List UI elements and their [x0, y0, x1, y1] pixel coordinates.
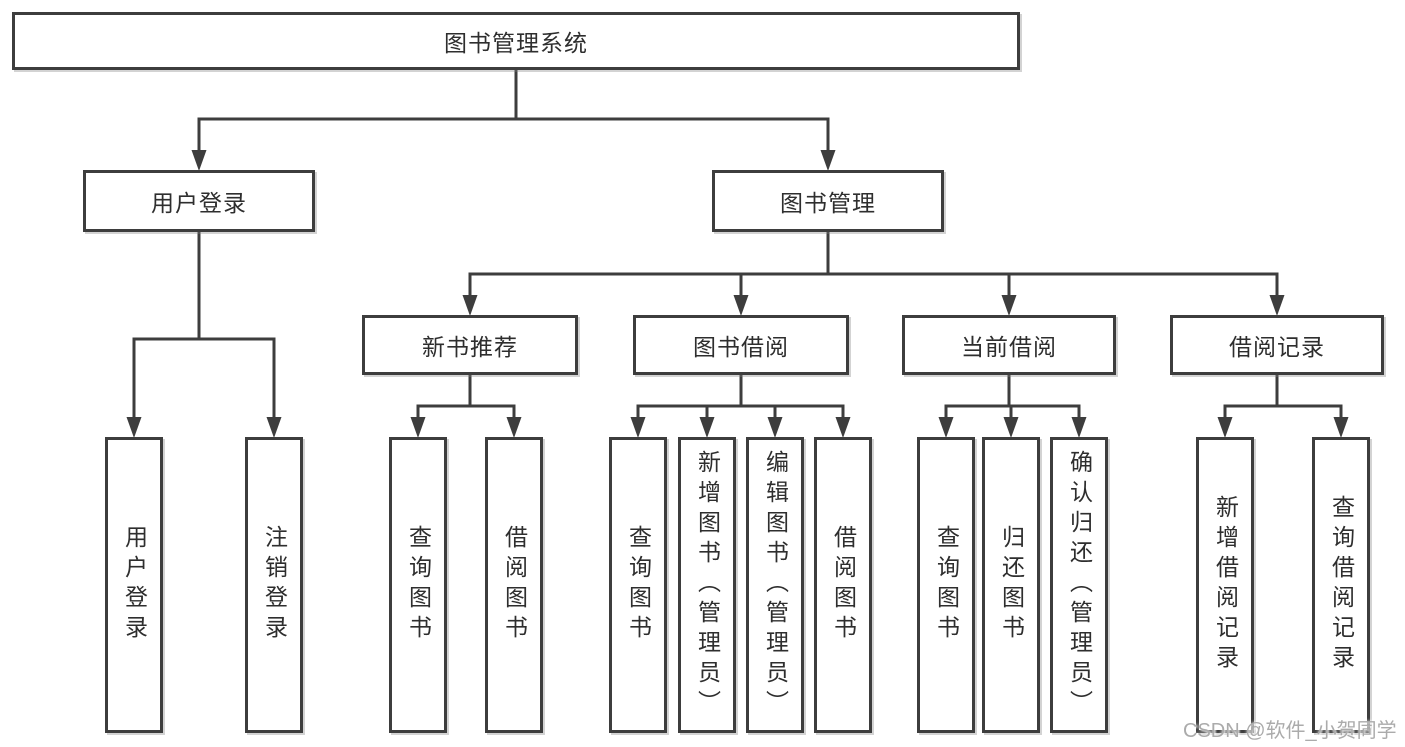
node-leaf-borrow-books: 借阅图书 — [814, 437, 872, 733]
node-label: 确认归还（管理员） — [1066, 450, 1093, 720]
node-label: 注销登录 — [261, 525, 288, 645]
node-label: 借阅图书 — [830, 525, 857, 645]
node-leaf-add-borrow-record: 新增借阅记录 — [1196, 437, 1254, 733]
node-user-login: 用户登录 — [83, 170, 315, 232]
node-label: 归还图书 — [998, 525, 1025, 645]
node-current-borrowing: 当前借阅 — [902, 315, 1116, 375]
node-label: 新增借阅记录 — [1212, 495, 1239, 675]
node-new-book-recommendation: 新书推荐 — [362, 315, 578, 375]
node-label: 当前借阅 — [961, 334, 1057, 360]
csdn-watermark: CSDN @软件_小贺同学 — [1183, 720, 1397, 742]
node-label: 查询借阅记录 — [1328, 495, 1355, 675]
node-book-management: 图书管理 — [712, 170, 944, 232]
node-book-borrowing: 图书借阅 — [633, 315, 849, 375]
node-borrowing-records: 借阅记录 — [1170, 315, 1384, 375]
node-label: 图书管理 — [780, 190, 876, 216]
node-leaf-user-login: 用户登录 — [105, 437, 163, 733]
node-library-management-system: 图书管理系统 — [12, 12, 1020, 70]
node-label: 查询图书 — [625, 525, 652, 645]
node-leaf-query-books-rec: 查询图书 — [389, 437, 447, 733]
node-leaf-logout: 注销登录 — [245, 437, 303, 733]
node-label: 查询图书 — [405, 525, 432, 645]
node-leaf-borrow-books-rec: 借阅图书 — [485, 437, 543, 733]
node-label: 用户登录 — [121, 525, 148, 645]
node-leaf-return-books: 归还图书 — [982, 437, 1040, 733]
node-leaf-query-books-current: 查询图书 — [917, 437, 975, 733]
node-label: 图书管理系统 — [444, 30, 588, 56]
node-label: 图书借阅 — [693, 334, 789, 360]
node-label: 新书推荐 — [422, 334, 518, 360]
node-leaf-edit-books-admin: 编辑图书（管理员） — [746, 437, 804, 733]
node-leaf-query-books-borrow: 查询图书 — [609, 437, 667, 733]
node-label: 用户登录 — [151, 190, 247, 216]
node-label: 查询图书 — [933, 525, 960, 645]
node-leaf-query-borrow-record: 查询借阅记录 — [1312, 437, 1370, 733]
node-leaf-confirm-return-admin: 确认归还（管理员） — [1050, 437, 1108, 733]
node-label: 编辑图书（管理员） — [762, 450, 789, 720]
node-label: 借阅图书 — [501, 525, 528, 645]
node-leaf-add-books-admin: 新增图书（管理员） — [678, 437, 736, 733]
node-label: 借阅记录 — [1229, 334, 1325, 360]
node-label: 新增图书（管理员） — [694, 450, 721, 720]
